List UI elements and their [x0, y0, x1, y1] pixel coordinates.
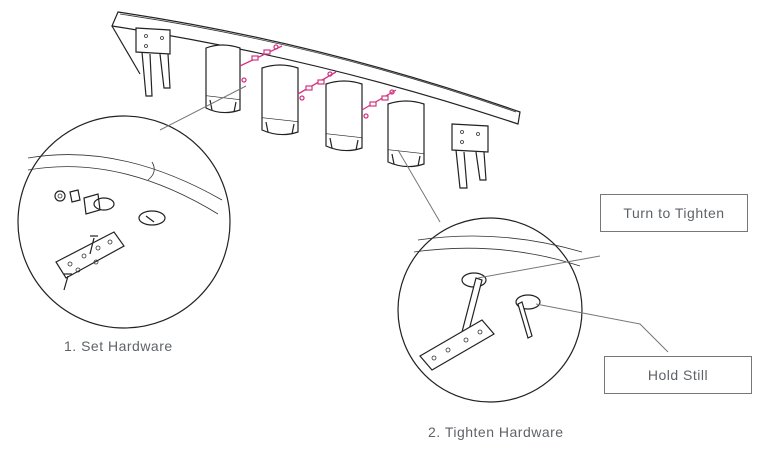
- step-2-label: 2. Tighten Hardware: [428, 424, 564, 440]
- callout-turn-to-tighten: Turn to Tighten: [600, 194, 748, 232]
- hardware-highlight: [239, 44, 397, 119]
- callout-leaders: [477, 255, 669, 353]
- drawer-unit-2: [261, 64, 299, 136]
- drawer-unit-1: [205, 44, 241, 114]
- detail-tighten-hardware: [397, 149, 583, 403]
- callout-hold-still: Hold Still: [604, 356, 752, 394]
- end-bracket-left: [135, 27, 171, 97]
- detail-set-hardware: [17, 85, 247, 329]
- drawer-unit-3: [325, 80, 363, 152]
- tabletop: [111, 11, 521, 125]
- step-1-label: 1. Set Hardware: [64, 338, 173, 354]
- end-bracket-right: [451, 123, 489, 189]
- drawer-unit-4: [387, 100, 425, 168]
